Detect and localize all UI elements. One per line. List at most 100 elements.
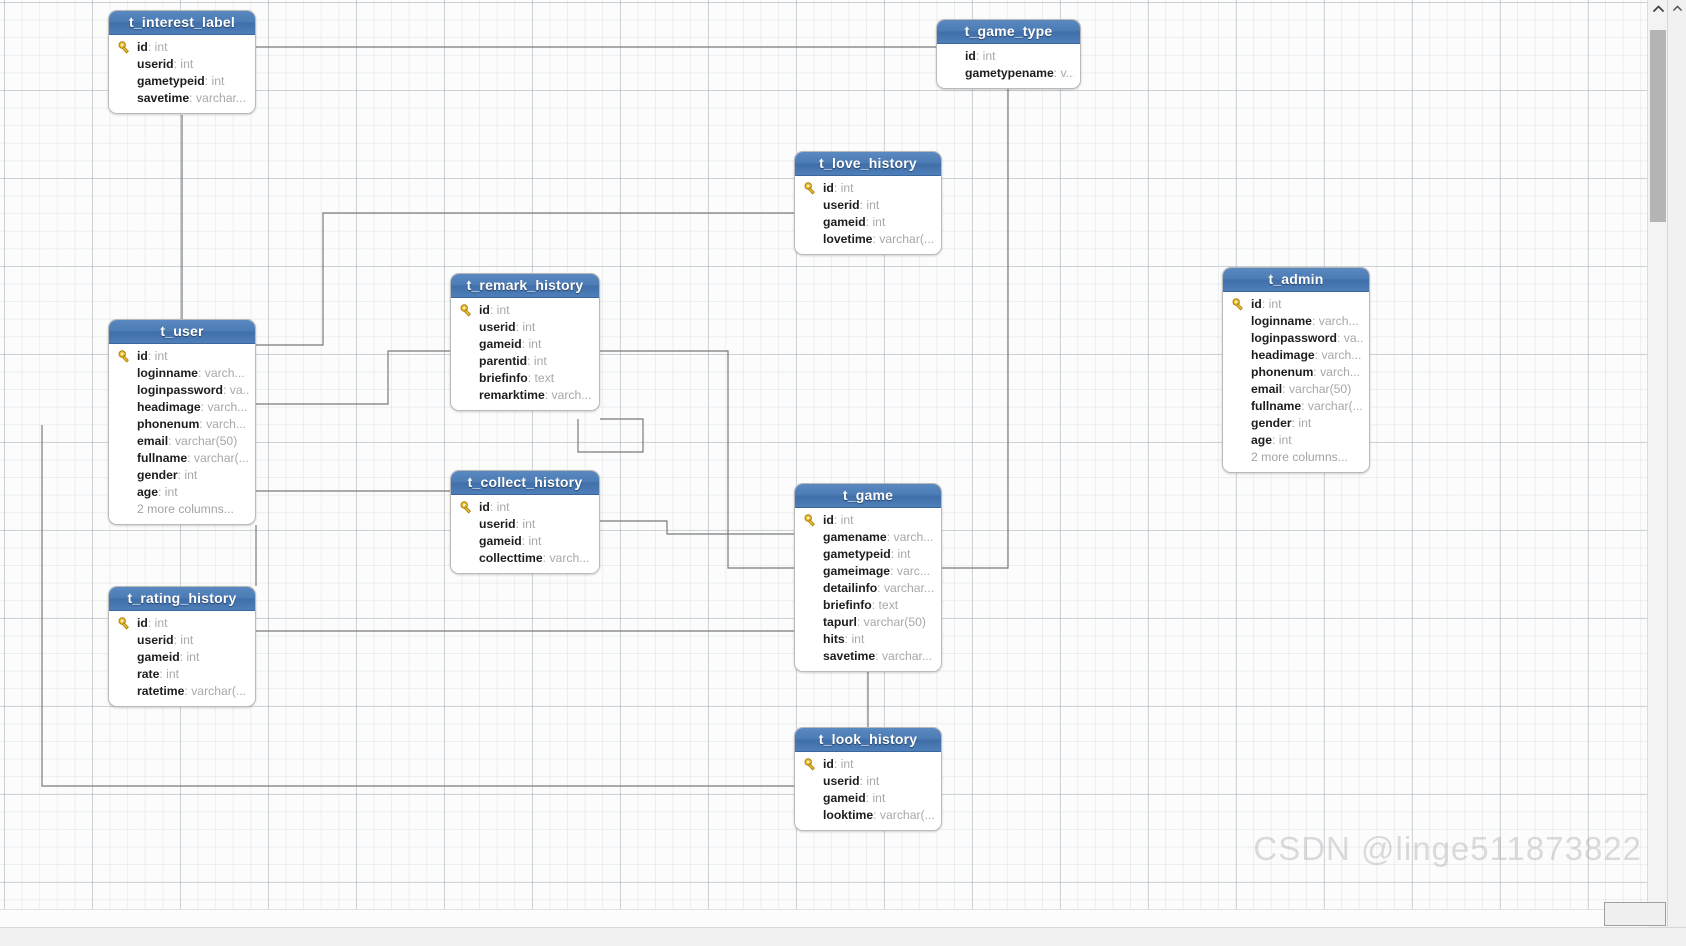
- table-column[interactable]: loginpassword: va...: [115, 382, 249, 399]
- table-column[interactable]: phonenum: varch...: [115, 416, 249, 433]
- table-column[interactable]: age: int: [115, 484, 249, 501]
- table-column[interactable]: phonenum: varch...: [1229, 364, 1363, 381]
- table-header[interactable]: t_game_type: [937, 20, 1080, 44]
- table-column[interactable]: looktime: varchar(...: [801, 807, 935, 824]
- table-column[interactable]: gameid: int: [801, 214, 935, 231]
- table-column[interactable]: headimage: varch...: [1229, 347, 1363, 364]
- table-column[interactable]: userid: int: [457, 319, 593, 336]
- table-column[interactable]: gender: int: [115, 467, 249, 484]
- table-column[interactable]: gameid: int: [115, 649, 249, 666]
- table-column[interactable]: loginpassword: va...: [1229, 330, 1363, 347]
- table-column[interactable]: gametypeid: int: [801, 546, 935, 563]
- table-column[interactable]: id: int: [801, 180, 935, 197]
- page-horizontal-scrollbar[interactable]: [0, 927, 1686, 946]
- column-name: id: [965, 49, 976, 63]
- table-column[interactable]: fullname: varchar(...: [1229, 398, 1363, 415]
- table-column[interactable]: gametypeid: int: [115, 73, 249, 90]
- column-name: userid: [137, 57, 174, 71]
- diagram-scroll-thumb[interactable]: [1650, 30, 1666, 222]
- table-column[interactable]: id: int: [115, 348, 249, 365]
- table-header[interactable]: t_interest_label: [109, 11, 255, 35]
- table-column[interactable]: id: int: [115, 39, 249, 56]
- table-header[interactable]: t_user: [109, 320, 255, 344]
- table-column[interactable]: gameid: int: [457, 533, 593, 550]
- relationship-line[interactable]: [600, 350, 794, 569]
- table-column[interactable]: email: varchar(50): [115, 433, 249, 450]
- relationship-line[interactable]: [942, 88, 1009, 569]
- table-header[interactable]: t_game: [795, 484, 941, 508]
- page-scroll-up-icon[interactable]: [1668, 0, 1686, 17]
- primary-key-icon: [460, 304, 473, 317]
- more-columns-label[interactable]: 2 more columns...: [1251, 450, 1348, 464]
- table-column[interactable]: tapurl: varchar(50): [801, 614, 935, 631]
- column-name: loginname: [137, 366, 198, 380]
- page-vertical-scrollbar[interactable]: [1667, 0, 1686, 946]
- table-column[interactable]: id: int: [943, 48, 1074, 65]
- diagram-horizontal-scrollbar[interactable]: [0, 909, 1648, 928]
- table-column[interactable]: id: int: [457, 302, 593, 319]
- table-column[interactable]: parentid: int: [457, 353, 593, 370]
- table-column[interactable]: briefinfo: text: [801, 597, 935, 614]
- table-column[interactable]: loginname: varch...: [115, 365, 249, 382]
- column-type: :: [1282, 382, 1289, 396]
- table-column[interactable]: savetime: varchar...: [115, 90, 249, 107]
- table-header[interactable]: t_look_history: [795, 728, 941, 752]
- column-name: phonenum: [137, 417, 200, 431]
- table-column[interactable]: userid: int: [801, 197, 935, 214]
- table-column[interactable]: userid: int: [457, 516, 593, 533]
- table-column[interactable]: headimage: varch...: [115, 399, 249, 416]
- column-type-value: text: [534, 371, 555, 385]
- table-column[interactable]: id: int: [457, 499, 593, 516]
- table-header[interactable]: t_collect_history: [451, 471, 599, 495]
- table-column[interactable]: id: int: [115, 615, 249, 632]
- relationship-line[interactable]: [577, 418, 644, 453]
- table-column[interactable]: detailinfo: varchar...: [801, 580, 935, 597]
- table-column[interactable]: fullname: varchar(...: [115, 450, 249, 467]
- table-column[interactable]: userid: int: [115, 632, 249, 649]
- table-column[interactable]: id: int: [1229, 296, 1363, 313]
- table-header[interactable]: t_remark_history: [451, 274, 599, 298]
- table-column[interactable]: gameid: int: [801, 790, 935, 807]
- table-column[interactable]: gameid: int: [457, 336, 593, 353]
- more-columns-label[interactable]: 2 more columns...: [137, 502, 234, 516]
- scroll-up-icon[interactable]: [1648, 0, 1668, 17]
- table-column[interactable]: gender: int: [1229, 415, 1363, 432]
- table-column[interactable]: collecttime: varch...: [457, 550, 593, 567]
- diagram-vertical-scrollbar[interactable]: [1647, 0, 1668, 928]
- table-column[interactable]: gametypename: v...: [943, 65, 1074, 82]
- table-column[interactable]: briefinfo: text: [457, 370, 593, 387]
- table-column[interactable]: id: int: [801, 512, 935, 529]
- table-column[interactable]: lovetime: varchar(...: [801, 231, 935, 248]
- table-column[interactable]: age: int: [1229, 432, 1363, 449]
- table-header[interactable]: t_rating_history: [109, 587, 255, 611]
- table-column[interactable]: ratetime: varchar(...: [115, 683, 249, 700]
- column-type: :: [197, 366, 205, 380]
- relationship-line[interactable]: [600, 520, 794, 535]
- table-column[interactable]: gamename: varch...: [801, 529, 935, 546]
- table-column[interactable]: loginname: varch...: [1229, 313, 1363, 330]
- table-column[interactable]: id: int: [801, 756, 935, 773]
- table-column[interactable]: savetime: varchar...: [801, 648, 935, 665]
- table-column[interactable]: remarktime: varch...: [457, 387, 593, 404]
- table-column[interactable]: rate: int: [115, 666, 249, 683]
- table-header[interactable]: t_admin: [1223, 268, 1369, 292]
- table-column[interactable]: email: varchar(50): [1229, 381, 1363, 398]
- column-name: id: [479, 500, 490, 514]
- table-column[interactable]: gameimage: varc...: [801, 563, 935, 580]
- table-column[interactable]: userid: int: [115, 56, 249, 73]
- table-header[interactable]: t_love_history: [795, 152, 941, 176]
- table-column[interactable]: userid: int: [801, 773, 935, 790]
- table-column[interactable]: hits: int: [801, 631, 935, 648]
- relationship-line[interactable]: [256, 350, 450, 405]
